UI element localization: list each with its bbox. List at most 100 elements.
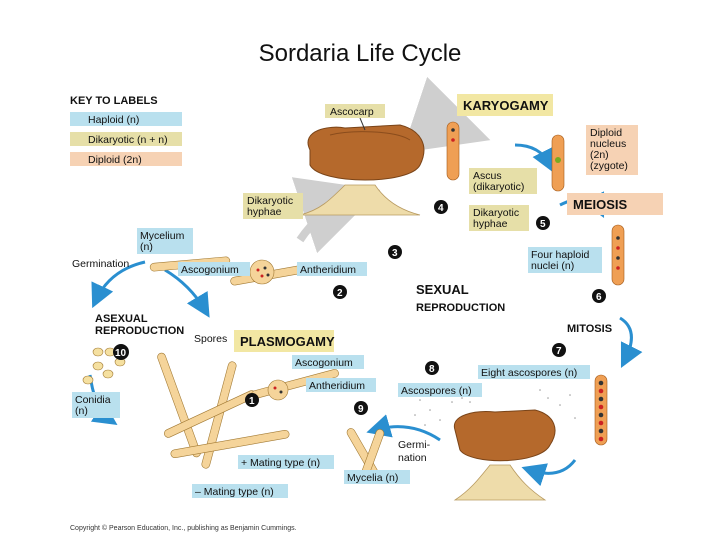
step-7: 7 (552, 343, 566, 357)
antheridium-mid-box (306, 378, 376, 392)
mycelia-label: Mycelia (n) (347, 472, 398, 484)
germination-label: Germination (72, 258, 129, 270)
svg-text:6: 6 (596, 292, 602, 303)
conidia-label-2: (n) (75, 405, 88, 417)
dik-hyphae-r-label-1: Dikaryotic (473, 207, 519, 219)
plasmogamy-label: PLASMOGAMY (240, 334, 335, 349)
dikaryotic-hyphae-label-2: hyphae (247, 206, 282, 218)
mycelium-box (137, 228, 193, 254)
step-3: 3 (388, 245, 402, 259)
arrow-karyogamy (514, 143, 555, 174)
plasmogamy-box (234, 330, 334, 352)
step-5: 5 (536, 216, 550, 230)
ascus-label-1: Ascus (473, 170, 502, 182)
mycelium-label-1: Mycelium (140, 230, 185, 242)
step-10: 10 (113, 344, 129, 360)
diploid-label-4: (zygote) (590, 160, 628, 172)
svg-text:5: 5 (540, 219, 546, 230)
asci-column (446, 121, 625, 446)
copyright: Copyright © Pearson Education, Inc., pub… (70, 524, 297, 532)
karyogamy-box (457, 94, 553, 116)
key-label-dikaryotic: Dikaryotic (n + n) (88, 134, 168, 146)
dikaryotic-hyphae-label-1: Dikaryotic (247, 195, 293, 207)
svg-text:1: 1 (249, 396, 255, 407)
mycelia-box (344, 470, 410, 484)
arrow-mitosis (619, 316, 643, 369)
svg-text:9: 9 (358, 404, 364, 415)
mycelium-label-2: (n) (140, 241, 153, 253)
sexual-label-1: SEXUAL (416, 282, 469, 297)
key-swatch-haploid (70, 112, 182, 126)
dikaryotic-hyphae-box (243, 193, 303, 219)
conidia-spores (82, 347, 126, 385)
svg-text:8: 8 (429, 364, 435, 375)
ascogonium-clusters (249, 259, 289, 401)
ascospores-box (398, 383, 482, 397)
four-haploid-label-1: Four haploid (531, 249, 590, 261)
germ-label-1: Germi- (398, 439, 431, 451)
key-label-diploid: Diploid (2n) (88, 154, 142, 166)
asexual-label-2: REPRODUCTION (95, 325, 184, 337)
hyphae-network (149, 256, 385, 482)
eight-ascospores-box (478, 365, 590, 379)
ascocarp-label: Ascocarp (330, 106, 374, 118)
conidia-label-1: Conidia (75, 394, 111, 406)
arrow-ascospores (366, 414, 441, 442)
key-heading: KEY TO LABELS (70, 95, 158, 107)
four-haploid-box (528, 247, 602, 273)
ascus-label-2: (dikaryotic) (473, 181, 524, 193)
svg-text:2: 2 (337, 288, 343, 299)
four-haploid-label-2: nuclei (n) (531, 260, 574, 272)
dik-hyphae-r-box (469, 205, 529, 231)
svg-text:3: 3 (392, 248, 398, 259)
key-swatch-dikaryotic (70, 132, 182, 146)
key-legend: KEY TO LABELS Haploid (n) Dikaryotic (n … (70, 95, 182, 166)
diploid-label-3: (2n) (590, 149, 609, 161)
plus-mating-label: + Mating type (n) (241, 457, 320, 469)
meiosis-label: MEIOSIS (573, 197, 628, 212)
dik-hyphae-r-label-2: hyphae (473, 218, 508, 230)
ascogonium-mid-box (292, 355, 364, 369)
ascocarp-top (299, 117, 425, 216)
step-2: 2 (333, 285, 347, 299)
step-9: 9 (354, 401, 368, 415)
ascocarp-bottom (414, 389, 576, 501)
page-title: Sordaria Life Cycle (258, 40, 462, 67)
antheridium-mid-label: Antheridium (309, 380, 365, 392)
minus-mating-label: – Mating type (n) (195, 486, 274, 498)
germ-label-2: nation (398, 452, 427, 464)
sexual-label-2: REPRODUCTION (416, 302, 505, 314)
diploid-box (586, 125, 638, 175)
ascus-box (469, 168, 537, 194)
arrow-asexual (164, 268, 210, 318)
arrow-germination (91, 260, 146, 309)
minus-mating-box (192, 484, 288, 498)
eight-ascospores-label: Eight ascospores (n) (481, 367, 577, 379)
svg-text:4: 4 (438, 203, 444, 214)
step-8: 8 (425, 361, 439, 375)
step-1: 1 (245, 393, 259, 407)
key-swatch-diploid (70, 152, 182, 166)
arrow-release (521, 459, 577, 487)
ascocarp-box (325, 104, 385, 118)
plus-mating-box (238, 455, 334, 469)
meiosis-box (567, 193, 663, 215)
ascogonium-mid-label: Ascogonium (295, 357, 353, 369)
spores-label: Spores (194, 333, 227, 345)
antheridium-top-box (297, 262, 367, 276)
diploid-label-1: Diploid (590, 127, 622, 139)
ascogonium-top-box (178, 262, 250, 276)
svg-text:10: 10 (115, 348, 127, 359)
diploid-label-2: nucleus (590, 138, 626, 150)
ascogonium-top-label: Ascogonium (181, 264, 239, 276)
asexual-label-1: ASEXUAL (95, 313, 148, 325)
svg-text:7: 7 (556, 346, 562, 357)
karyogamy-label: KARYOGAMY (463, 98, 549, 113)
ascospores-label: Ascospores (n) (401, 385, 472, 397)
antheridium-top-label: Antheridium (300, 264, 356, 276)
step-6: 6 (592, 289, 606, 303)
mitosis-label: MITOSIS (567, 323, 612, 335)
conidia-box (72, 392, 120, 418)
key-label-haploid: Haploid (n) (88, 114, 139, 126)
